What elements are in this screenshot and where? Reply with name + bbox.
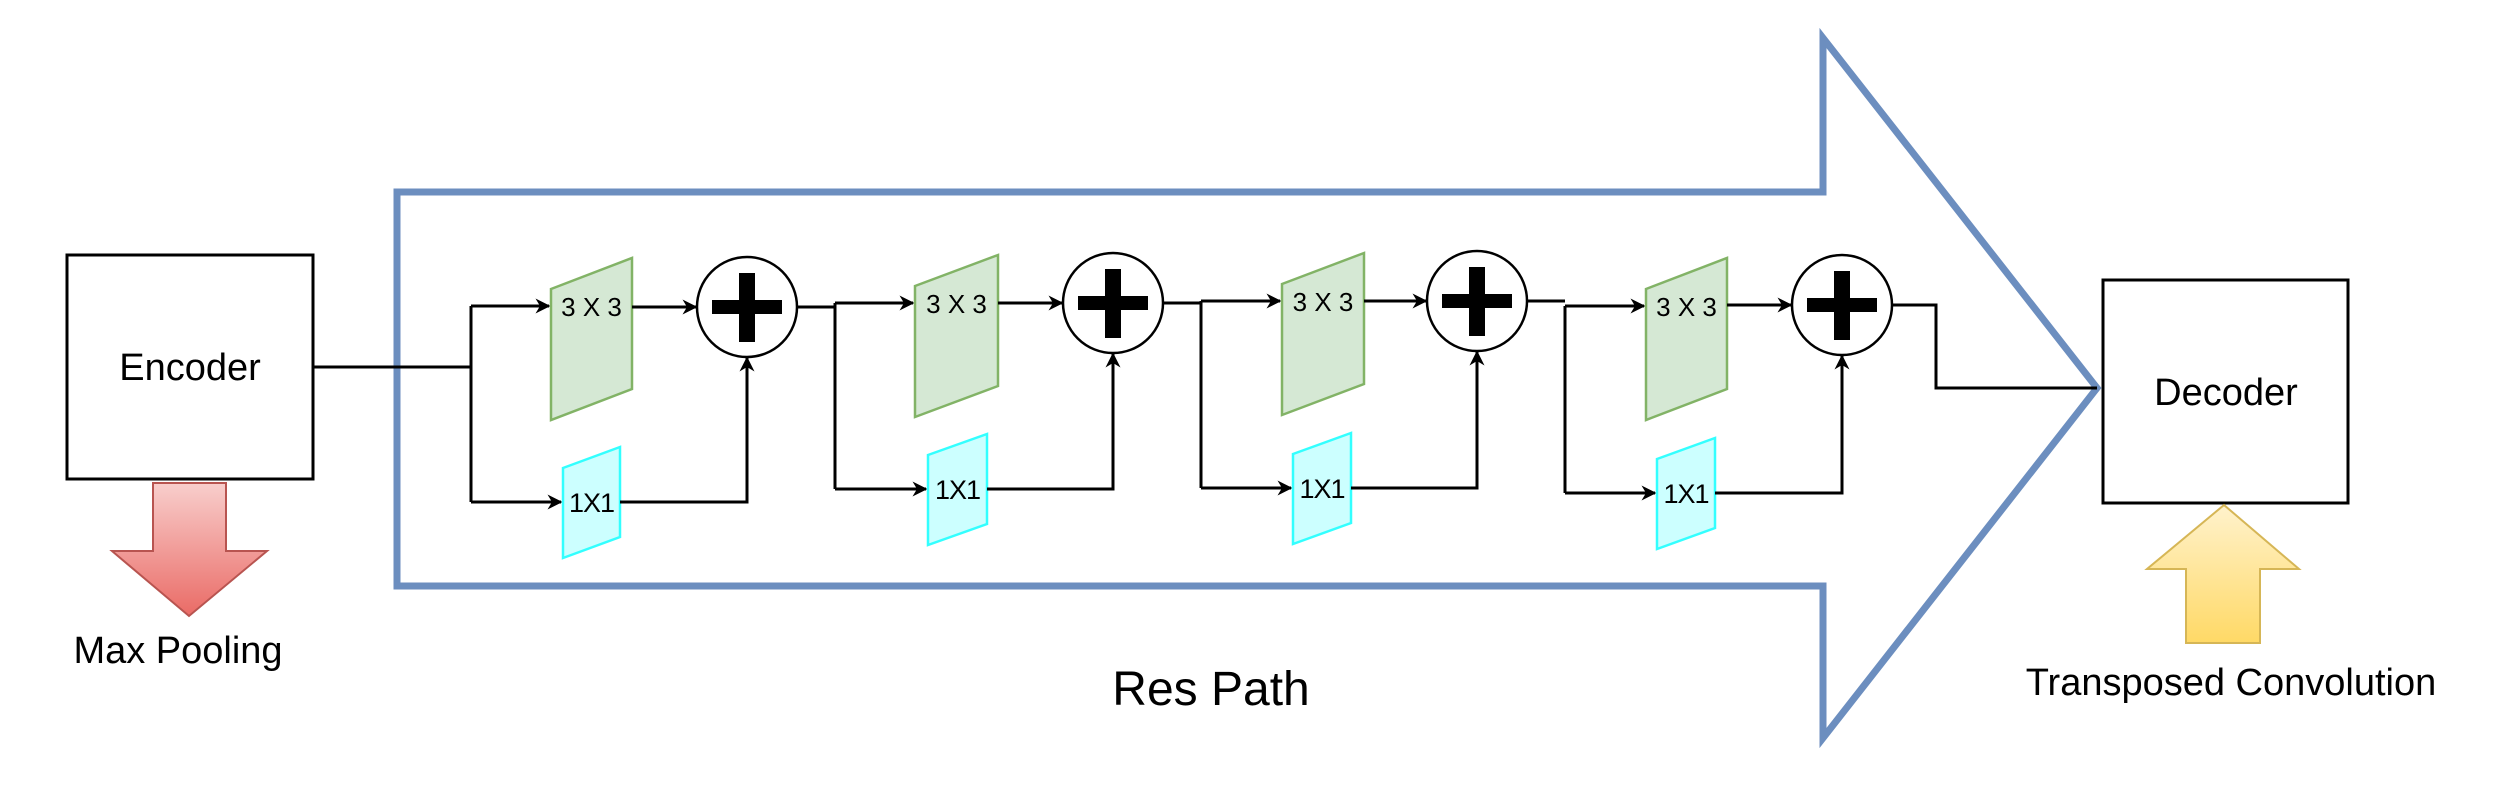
residual-block: 3 X 3 1X1 bbox=[1527, 253, 1894, 551]
max-pooling-label: Max Pooling bbox=[73, 630, 282, 672]
shortcut-output-arrow bbox=[1715, 354, 1850, 495]
res-path-arrow bbox=[393, 27, 2102, 749]
conv-3x3-label: 3 X 3 bbox=[1656, 292, 1717, 322]
plus-vertical-bar bbox=[1834, 271, 1850, 340]
conv-3x3-label: 3 X 3 bbox=[1293, 287, 1354, 317]
add-operation-icon bbox=[1425, 249, 1529, 353]
add-operation-icon bbox=[695, 255, 799, 359]
plus-vertical-bar bbox=[739, 273, 755, 342]
conv-3x3-label: 3 X 3 bbox=[561, 292, 622, 322]
decoder-box: Decoder bbox=[2101, 278, 2350, 505]
decoder-label: Decoder bbox=[2154, 372, 2298, 414]
conv-1x1-label: 1X1 bbox=[1299, 474, 1344, 504]
conv-1x1-shortcut-layer bbox=[1655, 436, 1717, 551]
plus-vertical-bar bbox=[1469, 267, 1485, 336]
residual-block: 3 X 3 1X1 bbox=[469, 255, 799, 560]
conv-1x1-shortcut-layer bbox=[1291, 431, 1353, 546]
encoder-box: Encoder bbox=[65, 253, 315, 481]
plus-vertical-bar bbox=[1105, 269, 1121, 338]
transposed-convolution-arrow-icon bbox=[2144, 503, 2302, 644]
residual-block: 3 X 3 1X1 bbox=[797, 251, 1165, 547]
conv-1x1-shortcut-layer bbox=[561, 445, 622, 560]
conv-3x3-layer bbox=[1280, 251, 1366, 417]
shortcut-output-arrow bbox=[620, 356, 755, 504]
conv-1x1-shortcut-layer bbox=[926, 432, 989, 547]
conv-1x1-label: 1X1 bbox=[569, 488, 614, 518]
shortcut-output-arrow bbox=[987, 352, 1121, 491]
conv-3x3-layer bbox=[549, 256, 634, 422]
conv-1x1-label: 1X1 bbox=[1663, 479, 1708, 509]
transposed-convolution-label: Transposed Convolution bbox=[2026, 662, 2437, 704]
max-pooling-arrow-icon bbox=[109, 482, 270, 618]
conv-1x1-label: 1X1 bbox=[935, 475, 980, 505]
conv-3x3-layer bbox=[1644, 256, 1729, 422]
residual-block: 3 X 3 1X1 bbox=[1163, 249, 1529, 546]
res-path-label: Res Path bbox=[1112, 663, 1309, 716]
residual-blocks: 3 X 3 1X1 3 X 3 1X1 3 X 3 1X1 3 X 3 1X1 bbox=[469, 249, 1894, 560]
conv-3x3-layer bbox=[913, 253, 1000, 419]
res-path-output-wire bbox=[1893, 303, 2097, 390]
shortcut-output-arrow bbox=[1351, 350, 1485, 490]
conv-3x3-label: 3 X 3 bbox=[926, 289, 987, 319]
encoder-label: Encoder bbox=[119, 347, 261, 389]
add-operation-icon bbox=[1790, 253, 1894, 357]
add-operation-icon bbox=[1061, 251, 1165, 355]
